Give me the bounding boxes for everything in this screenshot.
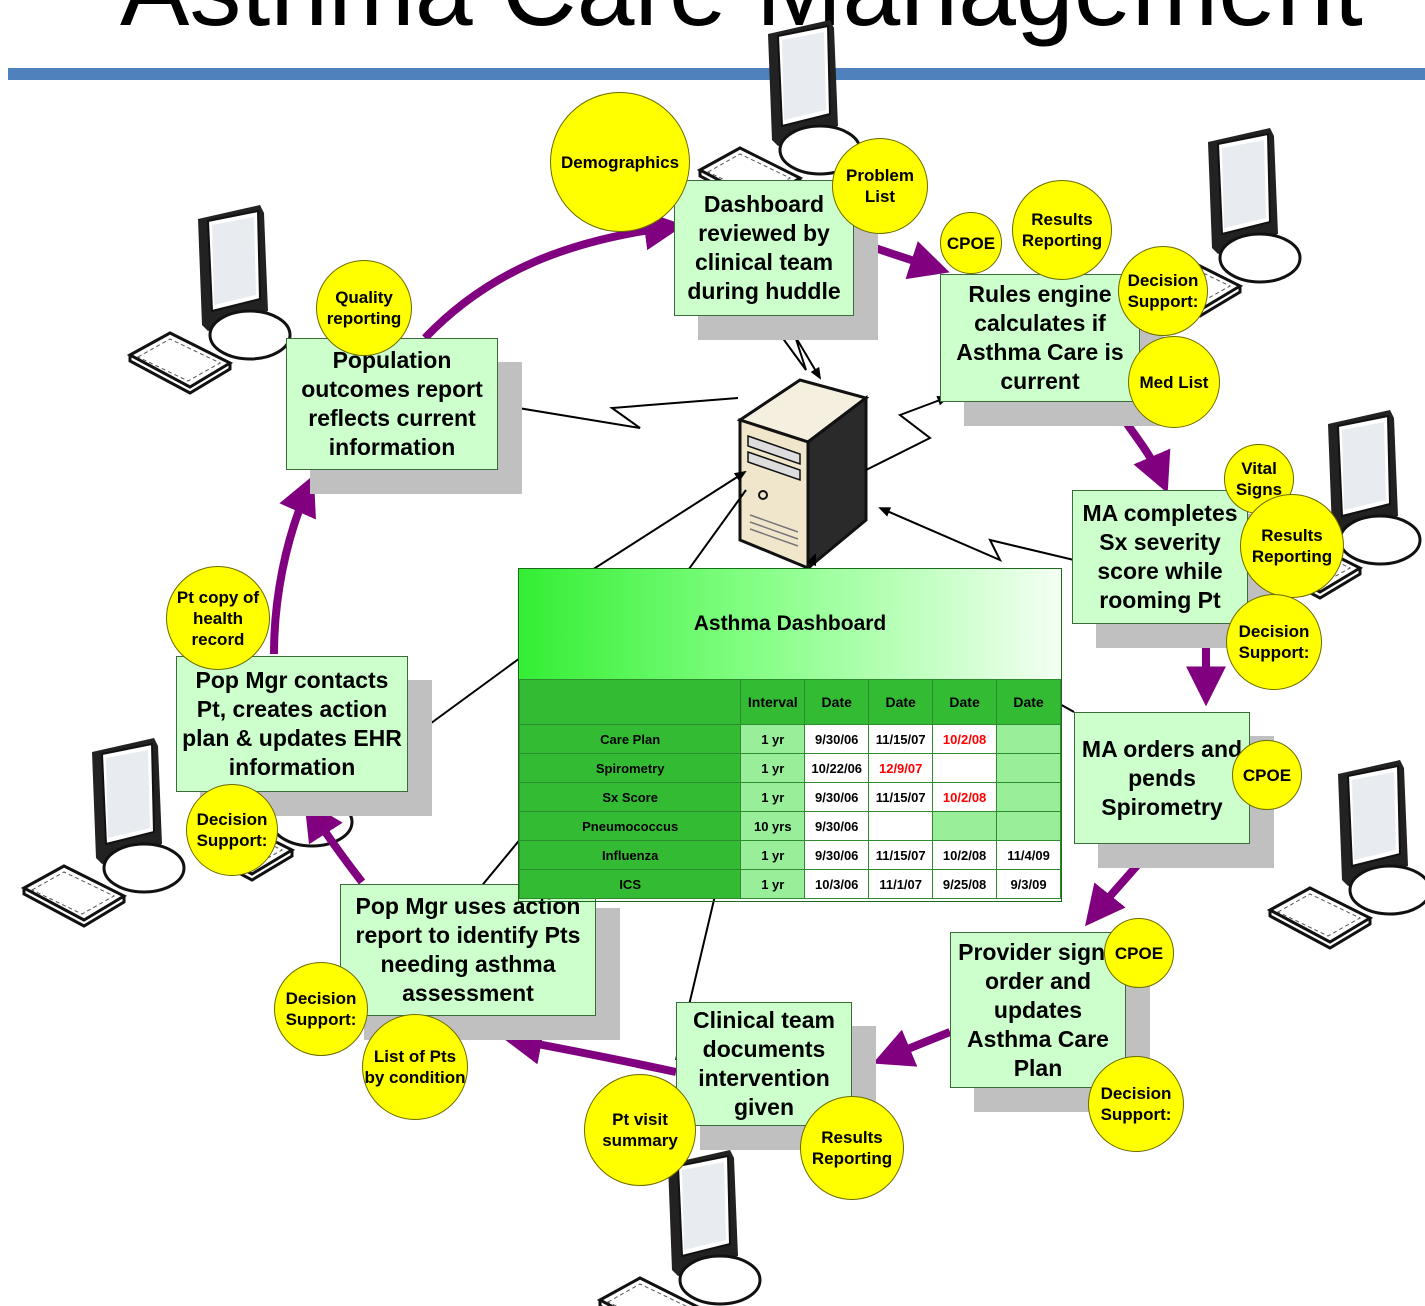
interval-cell: 1 yr: [740, 840, 806, 870]
flow-arrow: [422, 210, 685, 341]
step-dashboard-review: Dashboard reviewed by clinical team duri…: [674, 180, 854, 316]
bubble-cpoe: CPOE: [1232, 740, 1302, 810]
title-divider-bar: [8, 68, 1425, 80]
step-pop-mgr-uses: Pop Mgr uses action report to identify P…: [340, 884, 596, 1016]
step-population-outcomes: Population outcomes report reflects curr…: [286, 338, 498, 470]
bubble-list-of-pts: List of Pts by condition: [362, 1014, 468, 1120]
date-cell: 11/15/07: [868, 724, 934, 754]
row-label: ICS: [518, 869, 742, 899]
date-cell: [996, 811, 1061, 841]
date-cell: 11/1/07: [868, 869, 934, 899]
flow-arrow: [1108, 399, 1171, 494]
lightning-link: [865, 396, 950, 471]
bubble-decision-support: Decision Support:: [186, 784, 278, 876]
date-cell: 9/3/09: [996, 869, 1061, 899]
step-rules-engine: Rules engine calculates if Asthma Care i…: [940, 274, 1140, 402]
interval-cell: 10 yrs: [740, 811, 806, 841]
date-cell: 10/2/08: [932, 724, 998, 754]
flow-arrow: [850, 236, 950, 280]
bubble-results-reporting: Results Reporting: [1240, 494, 1344, 598]
date-cell: [868, 811, 934, 841]
bubble-decision-support: Decision Support:: [1088, 1056, 1184, 1152]
bubble-demographics: Demographics: [550, 92, 690, 232]
date-cell: 11/15/07: [868, 782, 934, 812]
date-cell: 11/4/09: [996, 840, 1061, 870]
lightning-link: [762, 309, 822, 380]
date-cell: [932, 811, 998, 841]
column-header: Interval: [740, 679, 806, 725]
lightning-link: [498, 397, 739, 429]
bubble-decision-support: Decision Support:: [1118, 246, 1208, 336]
date-cell: 10/3/06: [804, 869, 870, 899]
date-cell: 11/15/07: [868, 840, 934, 870]
interval-cell: 1 yr: [740, 753, 806, 783]
column-header: Date: [996, 679, 1061, 725]
row-label: Care Plan: [518, 724, 742, 754]
date-cell: 12/9/07: [868, 753, 934, 783]
flow-arrow: [1085, 841, 1159, 927]
row-label: Pneumococcus: [518, 811, 742, 841]
bubble-pt-copy: Pt copy of health record: [166, 566, 270, 670]
column-header: Date: [932, 679, 998, 725]
date-cell: 9/25/08: [932, 869, 998, 899]
interval-cell: 1 yr: [740, 724, 806, 754]
bubble-results-reporting: Results Reporting: [1012, 180, 1112, 280]
row-label: Spirometry: [518, 753, 742, 783]
date-cell: 9/30/06: [804, 782, 870, 812]
server-icon: [736, 378, 870, 572]
date-cell: 9/30/06: [804, 840, 870, 870]
interval-cell: 1 yr: [740, 782, 806, 812]
row-label: Sx Score: [518, 782, 742, 812]
flow-arrow: [304, 799, 366, 885]
date-cell: 10/2/08: [932, 782, 998, 812]
computer-icon: [22, 736, 186, 928]
bubble-problem-list: Problem List: [832, 138, 928, 234]
date-cell: [996, 753, 1061, 783]
computer-icon: [128, 203, 292, 395]
bubble-results-reporting: Results Reporting: [800, 1096, 904, 1200]
row-label: Influenza: [518, 840, 742, 870]
date-cell: 9/30/06: [804, 724, 870, 754]
bubble-quality-reporting: Quality reporting: [316, 260, 412, 356]
step-pop-mgr-contacts: Pop Mgr contacts Pt, creates action plan…: [176, 656, 408, 792]
date-cell: 10/2/08: [932, 840, 998, 870]
column-header: Date: [804, 679, 870, 725]
bubble-med-list: Med List: [1128, 336, 1220, 428]
flow-arrow: [270, 474, 316, 655]
page-title: Asthma Care Management: [120, 0, 1420, 42]
bubble-decision-support: Decision Support:: [1226, 594, 1322, 690]
interval-cell: 1 yr: [740, 869, 806, 899]
column-header: Date: [868, 679, 934, 725]
step-provider-signs: Provider signs order and updates Asthma …: [950, 932, 1126, 1088]
lightning-link: [878, 507, 1075, 563]
bubble-decision-support: Decision Support:: [274, 962, 368, 1056]
bubble-cpoe: CPOE: [940, 212, 1002, 274]
date-cell: [996, 782, 1061, 812]
step-ma-completes: MA completes Sx severity score while roo…: [1072, 490, 1248, 624]
date-cell: 10/22/06: [804, 753, 870, 783]
flow-arrow: [872, 1028, 952, 1067]
step-ma-orders: MA orders and pends Spirometry: [1074, 712, 1250, 844]
date-cell: [932, 753, 998, 783]
date-cell: 9/30/06: [804, 811, 870, 841]
bubble-pt-visit-summary: Pt visit summary: [584, 1074, 696, 1186]
bubble-cpoe: CPOE: [1104, 918, 1174, 988]
column-header-blank: [518, 679, 742, 725]
date-cell: [996, 724, 1061, 754]
flow-arrow: [501, 1024, 677, 1076]
dashboard-title: Asthma Dashboard: [519, 569, 1061, 679]
